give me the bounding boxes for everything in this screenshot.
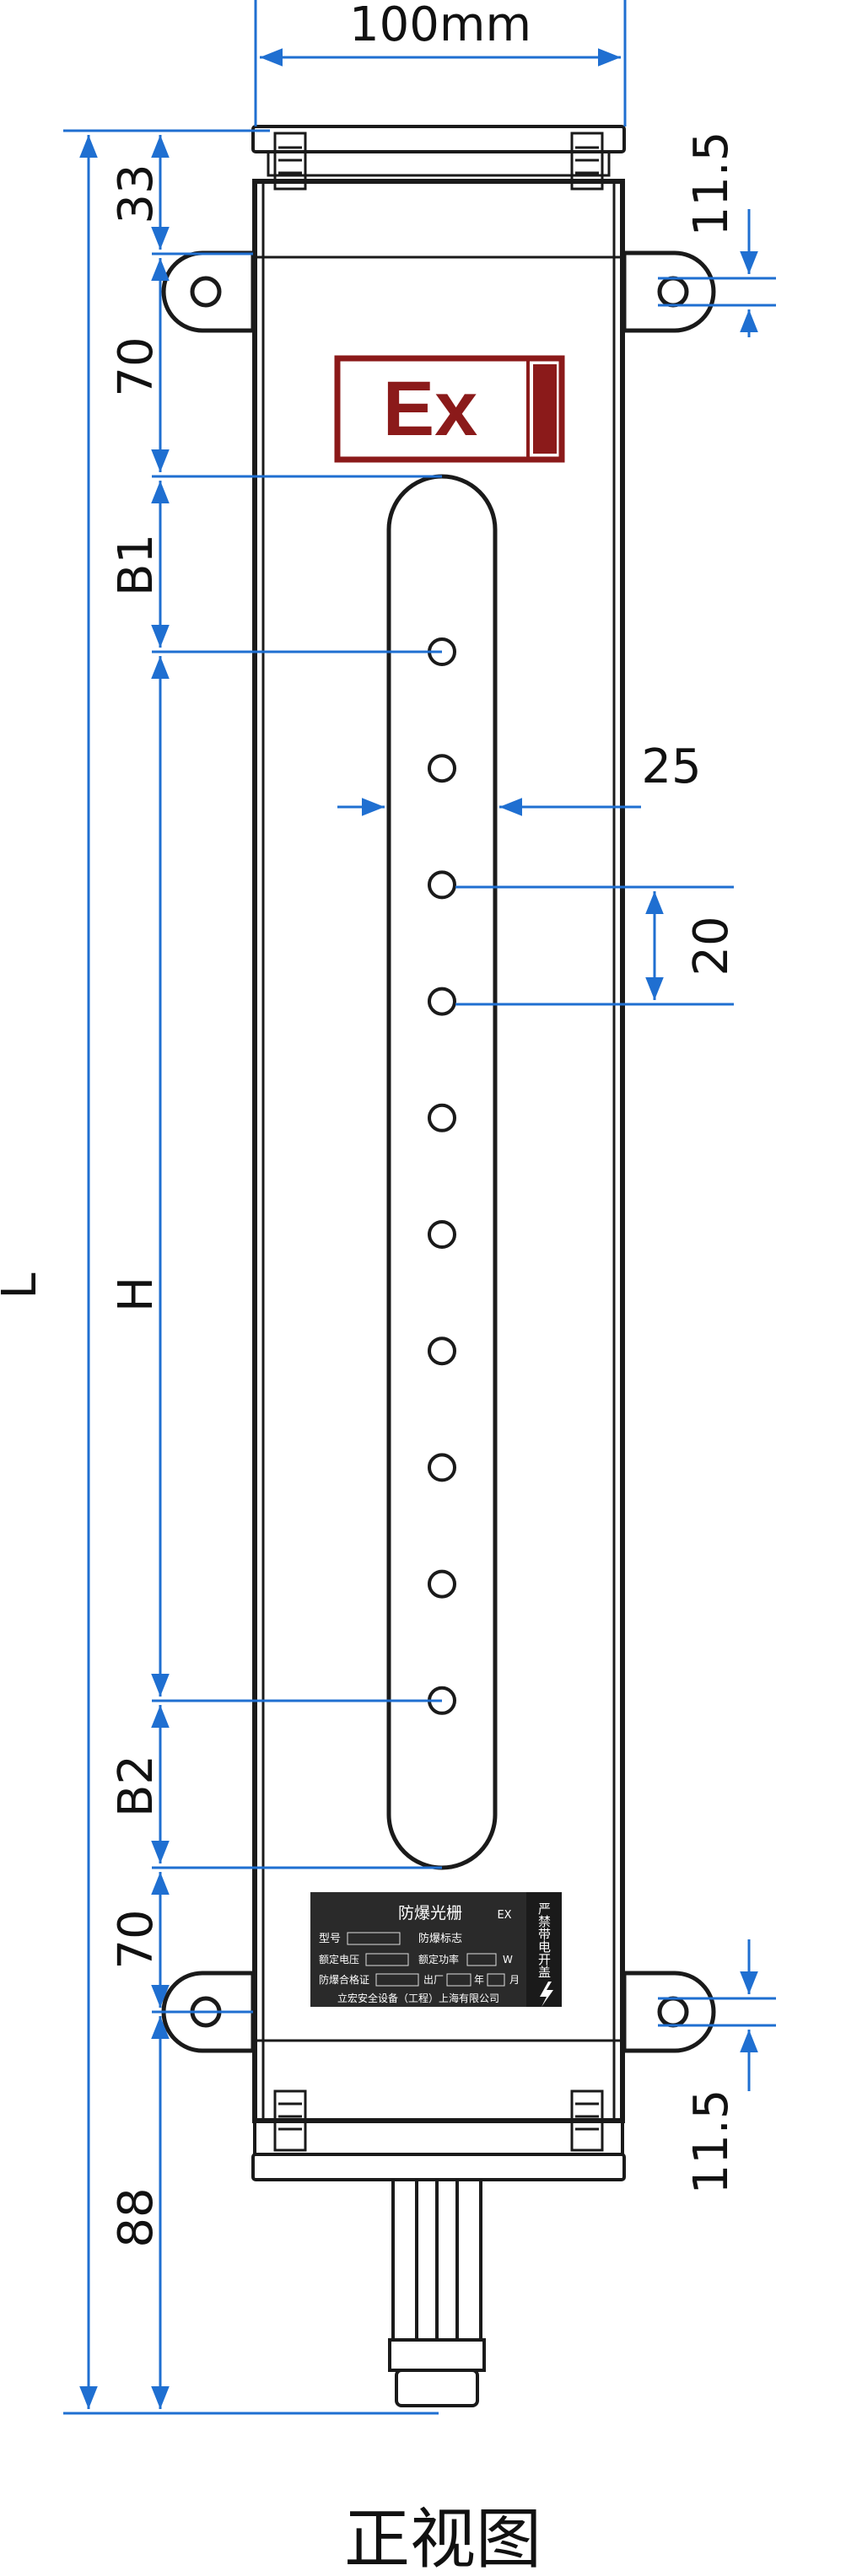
- nameplate: 防爆光栅 EX 型号 防爆标志 额定电压 额定功率 W 防爆合格证 出厂 年 月…: [310, 1892, 562, 2007]
- emitter-hole: [428, 870, 456, 900]
- emitter-hole: [428, 1220, 456, 1249]
- lightning-icon: [540, 1982, 553, 2007]
- dim-hole-dia-top: 11.5: [684, 132, 739, 237]
- emitter-hole: [428, 754, 456, 783]
- ex-mark-text: Ex: [383, 366, 478, 452]
- dim-h: H: [109, 1277, 164, 1312]
- dim-b2: B2: [109, 1755, 164, 1817]
- dim-hole-bottom: 70: [109, 1909, 164, 1969]
- emitter-hole: [428, 987, 456, 1016]
- top-left-bolt: [273, 132, 307, 191]
- top-right-bolt: [570, 132, 604, 191]
- nameplate-month-label: 月: [509, 1974, 520, 1986]
- dim-pitch: 20: [684, 916, 739, 976]
- emitter-window: [386, 474, 498, 1870]
- view-caption: 正视图: [344, 2502, 542, 2576]
- nameplate-model-label: 型号: [319, 1933, 341, 1945]
- dim-width: 100mm: [349, 0, 531, 52]
- nameplate-power-label: 额定功率: [418, 1953, 459, 1966]
- emitter-hole: [428, 1569, 456, 1599]
- ex-mark: Ex: [334, 355, 565, 463]
- dim-top-offset: 33: [109, 164, 164, 223]
- nameplate-voltage-label: 额定电压: [319, 1953, 359, 1966]
- nameplate-year-label: 年: [474, 1974, 484, 1986]
- dim-hole-dia-bottom: 11.5: [684, 2089, 739, 2195]
- nameplate-power-unit: W: [503, 1954, 513, 1966]
- emitter-hole: [428, 1103, 456, 1132]
- nameplate-side-warning: 严禁带电开盖: [536, 1902, 552, 1978]
- dimension-lines: [63, 0, 776, 2415]
- emitter-hole: [428, 1336, 456, 1366]
- nameplate-title: 防爆光栅: [398, 1904, 462, 1923]
- dim-bottom-offset: 88: [109, 2187, 164, 2247]
- nameplate-marking-label: 防爆标志: [418, 1932, 462, 1945]
- cable-gland: [388, 2178, 486, 2407]
- emitter-holes: [428, 637, 456, 1715]
- bottom-right-bolt: [570, 2089, 604, 2152]
- bottom-left-bolt: [273, 2089, 307, 2152]
- nameplate-company: 立宏安全设备（工程）上海有限公司: [337, 1992, 499, 2004]
- housing: [251, 125, 626, 2181]
- dim-length: L: [0, 1272, 47, 1299]
- emitter-hole: [428, 1453, 456, 1482]
- dim-slot-width: 25: [641, 739, 701, 794]
- nameplate-ex: EX: [497, 1909, 511, 1922]
- nameplate-cert-label: 防爆合格证: [319, 1973, 369, 1986]
- dim-hole-top: 70: [109, 336, 164, 396]
- dim-b1: B1: [109, 534, 164, 596]
- nameplate-factory-label: 出厂: [423, 1974, 444, 1986]
